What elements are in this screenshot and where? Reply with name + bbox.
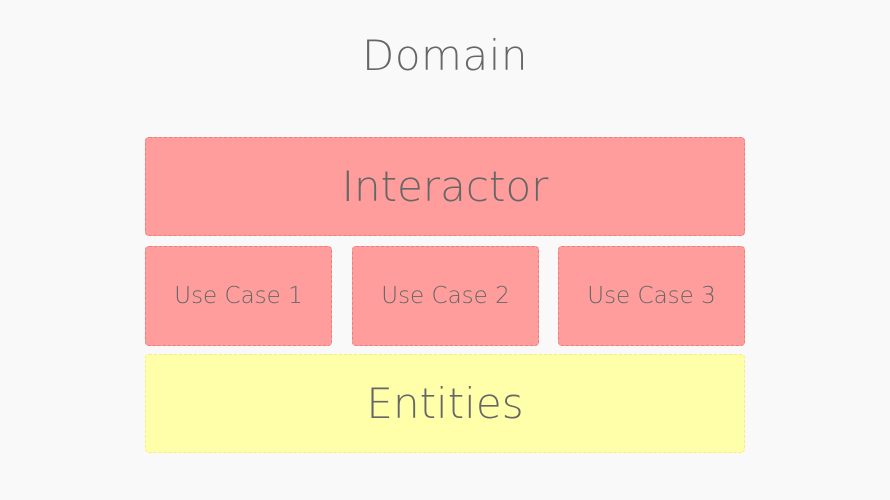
interactor-label: Interactor — [341, 162, 549, 211]
entities-box: Entities — [145, 354, 745, 453]
use-case-1-box: Use Case 1 — [145, 246, 332, 346]
diagram-title: Domain — [362, 31, 528, 80]
use-case-1-label: Use Case 1 — [174, 283, 303, 309]
use-case-3-box: Use Case 3 — [558, 246, 745, 346]
use-case-2-box: Use Case 2 — [352, 246, 539, 346]
use-case-3-label: Use Case 3 — [587, 283, 716, 309]
entities-label: Entities — [366, 379, 524, 428]
use-case-2-label: Use Case 2 — [381, 283, 510, 309]
interactor-box: Interactor — [145, 137, 745, 236]
